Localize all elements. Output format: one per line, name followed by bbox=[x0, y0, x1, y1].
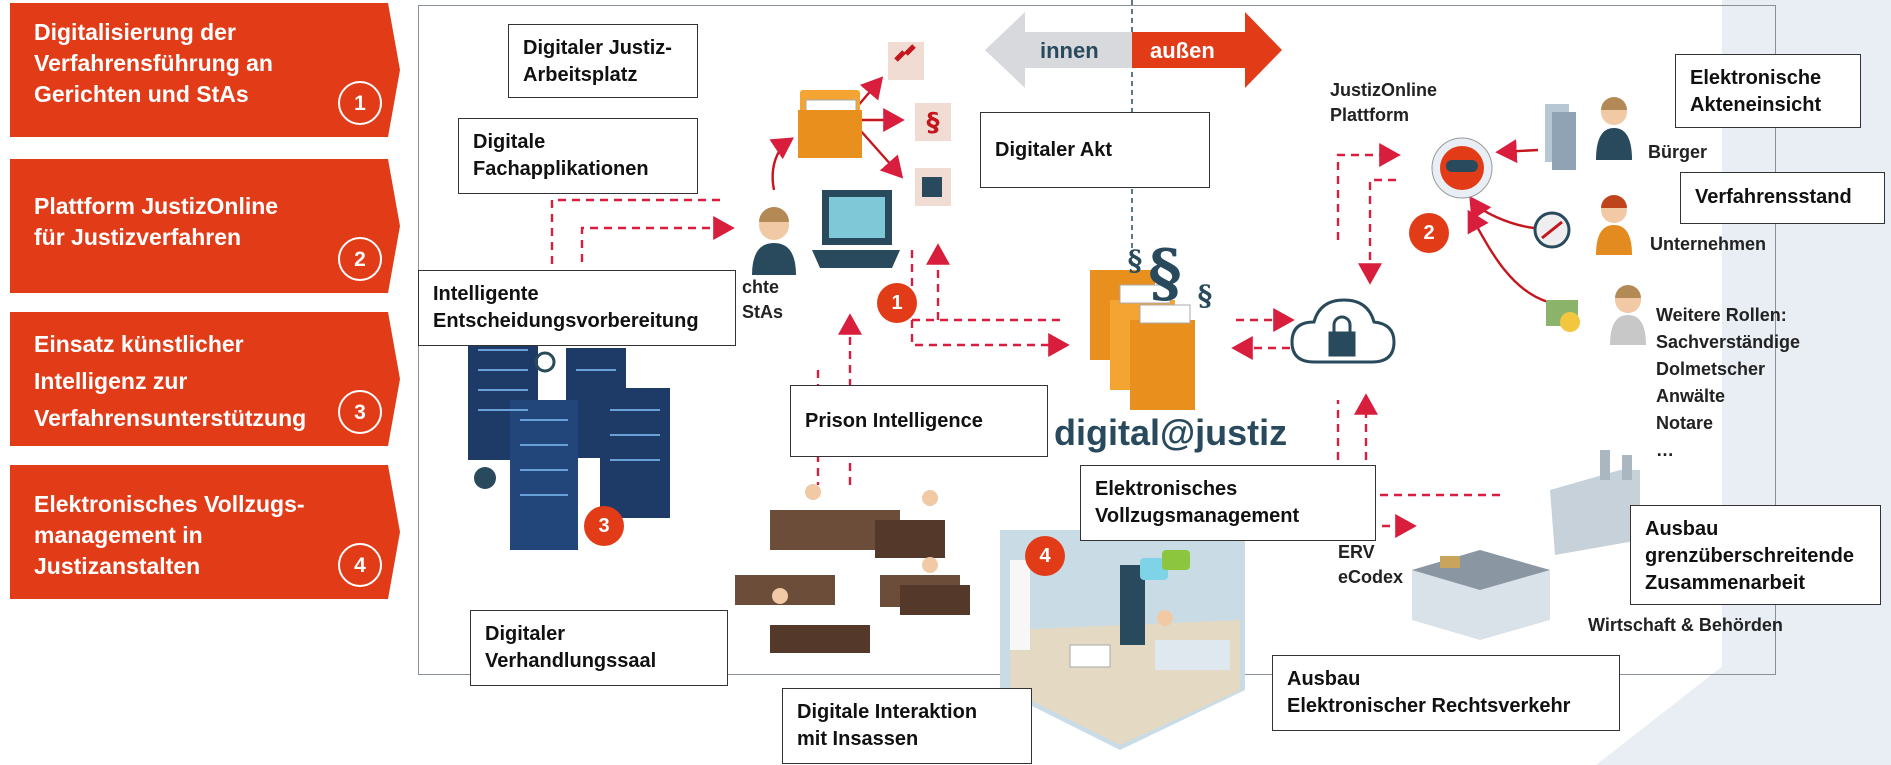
label-erv-ecodex: ERV eCodex bbox=[1338, 542, 1404, 587]
callout-akteneinsicht: Elektronische Akteneinsicht bbox=[1675, 54, 1861, 128]
callout-arbeitsplatz: Digitaler Justiz- Arbeitsplatz bbox=[508, 24, 698, 98]
svg-text:§: § bbox=[1198, 279, 1213, 312]
label-gerichte: chte StAs bbox=[742, 277, 784, 322]
roles-person-icon bbox=[1610, 285, 1646, 345]
tab-vollzug[interactable]: Elektronisches Vollzugs- management in J… bbox=[10, 465, 400, 599]
judge-user-icon bbox=[752, 207, 796, 275]
callout-verhandlungssaal: Digitaler Verhandlungssaal bbox=[470, 610, 728, 686]
label-unternehmen: Unternehmen bbox=[1650, 234, 1767, 254]
inner-label: innen bbox=[1040, 38, 1099, 63]
tab-digitalisierung[interactable]: Digitalisierung der Verfahrensführung an… bbox=[10, 3, 400, 137]
prison-cell-icon bbox=[1000, 530, 1245, 750]
outer-arrow bbox=[1132, 12, 1282, 88]
callout-entscheidungsvorbereitung: Intelligente Entscheidungsvorbereitung bbox=[418, 270, 736, 346]
callout-rechtsverkehr: Ausbau Elektronischer Rechtsverkehr bbox=[1272, 655, 1620, 731]
badge-4: 4 bbox=[1025, 536, 1065, 576]
label-wirtschaft: Wirtschaft & Behörden bbox=[1588, 615, 1783, 635]
svg-text:§: § bbox=[927, 108, 940, 138]
computer-icon bbox=[812, 190, 900, 268]
tab-label: Plattform JustizOnline für Justizverfahr… bbox=[34, 193, 279, 250]
callout-prison-intelligence: Prison Intelligence bbox=[790, 385, 1048, 457]
inner-arrow bbox=[985, 12, 1132, 88]
tab-number: 3 bbox=[338, 390, 382, 434]
callout-fachapplikationen: Digitale Fachapplikationen bbox=[458, 118, 698, 194]
courtroom-icon bbox=[735, 484, 970, 653]
callout-vollzugsmanagement: Elektronisches Vollzugsmanagement bbox=[1080, 465, 1376, 541]
money-icon bbox=[1546, 300, 1580, 332]
callout-digitaler-akt: Digitaler Akt bbox=[980, 112, 1210, 188]
tab-label: Digitalisierung der Verfahrensführung an… bbox=[34, 19, 273, 107]
tab-number: 2 bbox=[338, 237, 382, 281]
callout-grenzueberschreitend: Ausbau grenzüberschreitende Zusammenarbe… bbox=[1630, 505, 1881, 605]
label-buerger: Bürger bbox=[1648, 142, 1708, 162]
tab-label: Einsatz künstlicher Intelligenz zur Verf… bbox=[34, 331, 307, 431]
digital-file-folders-icon: § § § bbox=[1090, 236, 1212, 410]
brand-logo-text: digital@justiz bbox=[1054, 412, 1288, 453]
svg-text:§: § bbox=[1128, 244, 1143, 277]
svg-text:§: § bbox=[1148, 236, 1181, 311]
tab-ki[interactable]: Einsatz künstlicher Intelligenz zur Verf… bbox=[10, 312, 400, 446]
company-person-icon bbox=[1596, 195, 1632, 255]
server-racks-icon bbox=[468, 330, 670, 550]
label-platform: JustizOnline Plattform bbox=[1330, 80, 1438, 125]
badge-2: 2 bbox=[1409, 213, 1449, 253]
citizen-icon bbox=[1596, 97, 1632, 160]
office-building-icon bbox=[1550, 450, 1640, 555]
compass-icon bbox=[1533, 211, 1571, 249]
callout-verfahrensstand: Verfahrensstand bbox=[1680, 172, 1885, 224]
badge-1: 1 bbox=[877, 283, 917, 323]
tab-label: Elektronisches Vollzugs- management in J… bbox=[34, 491, 305, 579]
cloud-lock-icon bbox=[1290, 298, 1396, 364]
callout-digitale-interaktion: Digitale Interaktion mit Insassen bbox=[782, 688, 1032, 764]
tab-number: 4 bbox=[338, 543, 382, 587]
label-weitere-rollen: Weitere Rollen: Sachverständige Dolmetsc… bbox=[1656, 305, 1801, 460]
badge-3: 3 bbox=[584, 506, 624, 546]
government-building-icon bbox=[1412, 550, 1550, 640]
phone-icon bbox=[1545, 104, 1576, 170]
tab-number: 1 bbox=[338, 81, 382, 125]
outer-label: außen bbox=[1150, 38, 1215, 63]
folder-network-icon: § bbox=[798, 42, 951, 206]
tab-justizonline[interactable]: Plattform JustizOnline für Justizverfahr… bbox=[10, 159, 400, 293]
robot-icon bbox=[1431, 137, 1493, 199]
